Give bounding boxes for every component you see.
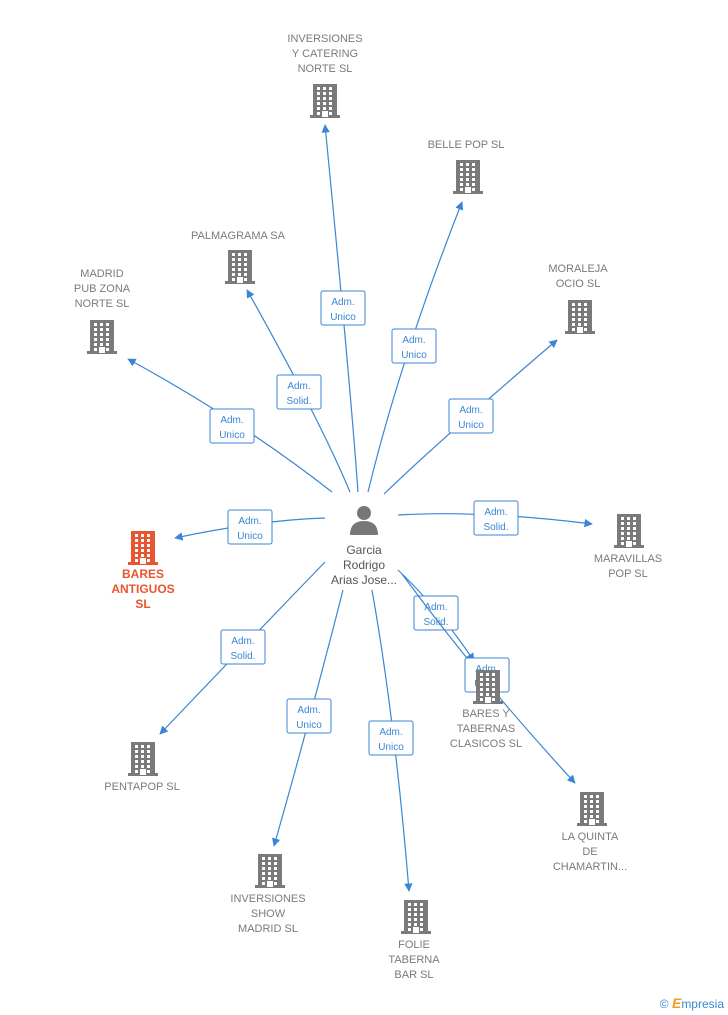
- svg-text:Solid.: Solid.: [423, 617, 448, 628]
- pentapop-label[interactable]: PENTAPOP SL: [104, 781, 179, 793]
- relation-box-pentapop[interactable]: Adm. Solid.: [220, 629, 266, 665]
- svg-text:Adm.: Adm.: [297, 705, 320, 716]
- footer-brand[interactable]: © Empresia: [660, 995, 724, 1011]
- svg-text:Adm.: Adm.: [287, 381, 310, 392]
- svg-text:Adm.: Adm.: [331, 297, 354, 308]
- svg-text:Unico: Unico: [237, 531, 263, 542]
- copyright-symbol: ©: [659, 997, 669, 1011]
- svg-text:Unico: Unico: [219, 430, 245, 441]
- relation-box-madrid-pub[interactable]: Adm. Unico: [209, 408, 255, 444]
- svg-text:Adm.: Adm.: [475, 664, 498, 675]
- belle-pop-label[interactable]: BELLE POP SL: [428, 139, 505, 151]
- la-quinta-building-icon[interactable]: [577, 792, 607, 826]
- svg-text:Adm.: Adm.: [484, 507, 507, 518]
- relation-box-folie-taberna[interactable]: Adm. Unico: [368, 720, 414, 756]
- maravillas-pop-building-icon[interactable]: [614, 514, 644, 548]
- svg-text:Adm.: Adm.: [402, 335, 425, 346]
- relation-box-bares-tabernas[interactable]: Adm. Solid.: [413, 595, 459, 631]
- relation-box-inversiones-show[interactable]: Adm. Unico: [286, 698, 332, 734]
- svg-text:Unico: Unico: [458, 420, 484, 431]
- moraleja-ocio-building-icon[interactable]: [565, 300, 595, 334]
- svg-text:Solid.: Solid.: [483, 522, 508, 533]
- relation-box-bares-antiguos[interactable]: Adm. Unico: [227, 509, 273, 545]
- palmagrama-label[interactable]: PALMAGRAMA SA: [191, 230, 286, 242]
- pentapop-building-icon[interactable]: [128, 742, 158, 776]
- inversiones-show-building-icon[interactable]: [255, 854, 285, 888]
- relation-box-moraleja-ocio[interactable]: Adm. Unico: [448, 398, 494, 434]
- edge-inversiones-catering: [321, 124, 359, 493]
- svg-text:Solid.: Solid.: [230, 651, 255, 662]
- palmagrama-building-icon[interactable]: [225, 250, 255, 284]
- svg-text:Adm.: Adm.: [379, 727, 402, 738]
- person-icon[interactable]: [350, 506, 378, 535]
- svg-text:Adm.: Adm.: [238, 516, 261, 527]
- relation-box-maravillas-pop[interactable]: Adm. Solid.: [473, 500, 519, 536]
- svg-text:Unico: Unico: [378, 742, 404, 753]
- svg-text:Unico: Unico: [296, 720, 322, 731]
- relation-box-palmagrama[interactable]: Adm. Solid.: [276, 374, 322, 410]
- svg-text:Adm.: Adm.: [424, 602, 447, 613]
- svg-text:Adm.: Adm.: [231, 636, 254, 647]
- bares-tabernas-building-icon[interactable]: [473, 670, 503, 704]
- madrid-pub-building-icon[interactable]: [87, 320, 117, 354]
- relation-box-inversiones-catering[interactable]: Adm. Unico: [320, 290, 366, 326]
- folie-taberna-building-icon[interactable]: [401, 900, 431, 934]
- inversiones-catering-building-icon[interactable]: [310, 84, 340, 118]
- bares-antiguos-building-icon[interactable]: [128, 531, 158, 565]
- svg-text:Solid.: Solid.: [286, 396, 311, 407]
- svg-text:Unico: Unico: [330, 312, 356, 323]
- brand-initial: E: [671, 995, 682, 1011]
- belle-pop-building-icon[interactable]: [453, 160, 483, 194]
- svg-text:Adm.: Adm.: [459, 405, 482, 416]
- brand-name: mpresia: [681, 997, 724, 1011]
- svg-text:Unico: Unico: [401, 350, 427, 361]
- svg-text:Adm.: Adm.: [220, 415, 243, 426]
- relation-box-belle-pop[interactable]: Adm. Unico: [391, 328, 437, 364]
